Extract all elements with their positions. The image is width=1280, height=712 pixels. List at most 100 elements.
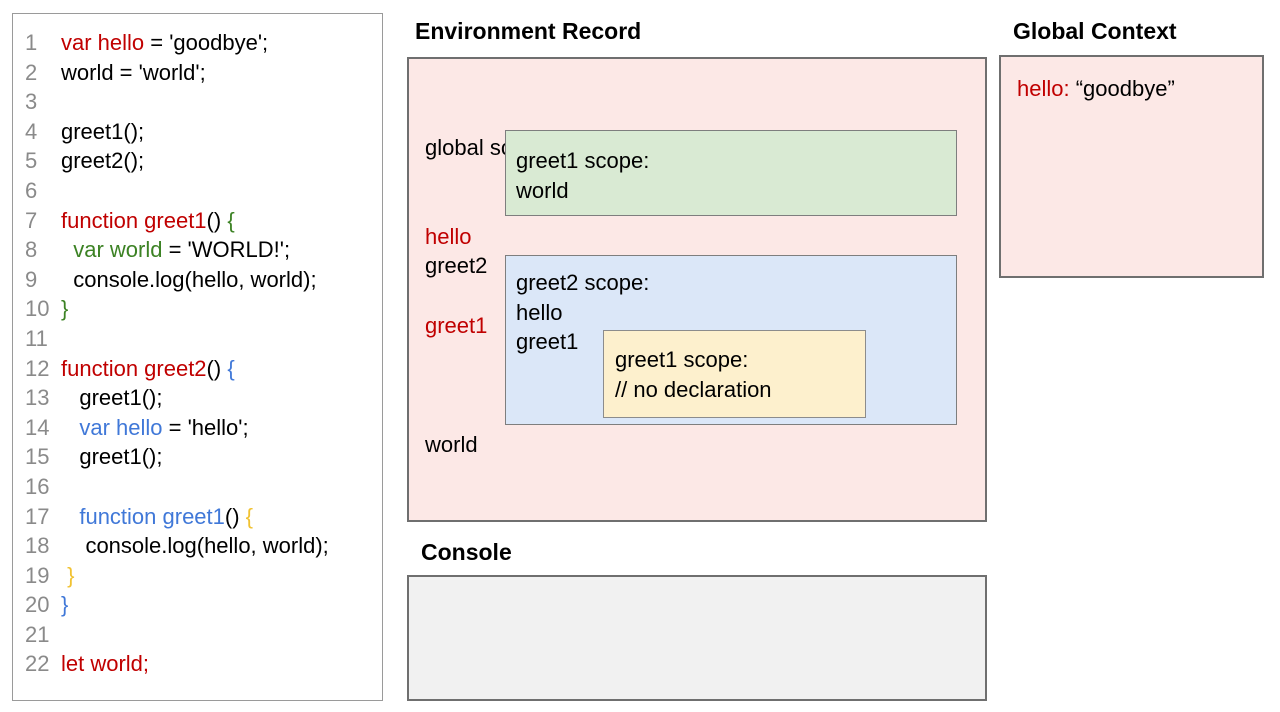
code-token: () [224,503,246,529]
global-context-title: Global Context [1013,18,1177,44]
code-line: 12 function greet2() { [13,354,382,384]
line-number: 11 [25,325,48,351]
code-line: 19 } [13,561,382,591]
code-token: console.log(hello, world); [61,533,329,559]
code-text: let world; [61,649,149,679]
code-text: console.log(hello, world); [61,531,329,561]
code-token: { [227,207,235,233]
code-token: { [227,355,235,381]
code-token: function greet2 [61,355,207,381]
code-text: world = 'world'; [61,58,206,88]
global-var-greet2: greet2 [425,253,488,278]
code-text: var world = 'WORLD!'; [61,235,290,265]
line-number: 5 [25,148,38,174]
code-text: greet2(); [61,146,144,176]
code-text: greet1(); [61,117,144,147]
code-line: 11 [13,324,382,354]
code-line: 17 function greet1() { [13,502,382,532]
code-line: 15 greet1(); [13,442,382,472]
line-number: 20 [25,592,50,618]
greet1-scope-box: greet1 scope: world [505,130,957,216]
code-token: = 'hello'; [162,414,249,440]
code-text: function greet1() { [61,502,253,532]
code-line: 13 greet1(); [13,383,382,413]
line-number: 2 [25,59,38,85]
environment-record-title: Environment Record [415,18,642,44]
code-line: 20} [13,590,382,620]
code-line: 10} [13,294,382,324]
global-var-world: world [425,432,478,457]
code-text: } [61,590,68,620]
greet2-scope-var-hello: hello [516,299,563,325]
environment-record-box: global scope: hello greet1 greet1 scope:… [407,57,987,522]
line-number: 9 [25,266,38,292]
code-token: greet1(); [61,444,163,470]
code-token: } [67,562,75,588]
code-token: () [206,207,228,233]
code-line: 16 [13,472,382,502]
line-number: 8 [25,237,38,263]
code-token [61,415,79,440]
line-number: 18 [25,533,50,559]
code-line: 4 greet1(); [13,117,382,147]
code-text: function greet2() { [61,354,235,384]
code-token: var world [73,237,163,263]
line-number: 3 [25,89,38,115]
line-number: 14 [25,414,50,440]
code-token: greet2(); [61,148,145,174]
line-number: 13 [25,385,50,411]
code-token: function greet1 [61,207,207,233]
code-line: 18 console.log(hello, world); [13,531,382,561]
code-text: } [61,294,68,324]
code-token: greet1(); [61,385,163,411]
code-token: function greet1 [79,503,225,529]
greet2-scope-box: greet2 scope: hello greet1 greet1 scope:… [505,255,957,425]
inner-greet1-scope-comment: // no declaration [615,376,772,402]
code-line: 5 greet2(); [13,146,382,176]
line-number: 19 [25,562,50,588]
code-token: () [206,355,228,381]
code-text: var hello = 'hello'; [61,413,249,443]
code-text: console.log(hello, world); [61,265,317,295]
global-context-entry-key: hello: [1017,76,1070,101]
global-context-box: hello: “goodbye” [999,55,1264,278]
code-line: 14 var hello = 'hello'; [13,413,382,443]
code-token: } [61,296,69,322]
line-number: 4 [25,118,38,144]
code-token [61,504,79,529]
code-token: world = 'world'; [61,59,206,85]
code-text: } [61,561,74,591]
code-token: = 'WORLD!'; [162,237,291,263]
global-var-hello: hello [425,223,472,249]
code-token: console.log(hello, world); [61,266,317,292]
code-line: 2 world = 'world'; [13,58,382,88]
line-number: 12 [25,355,50,381]
global-var-greet1: greet1 [425,312,488,338]
code-token: { [245,503,254,529]
inner-greet1-scope-box: greet1 scope: // no declaration [603,330,866,418]
code-line: 3 [13,87,382,117]
global-context-entry-value: “goodbye” [1075,76,1175,101]
code-token: var hello [61,30,145,55]
code-text: function greet1() { [61,206,235,236]
code-text: greet1(); [61,383,162,413]
line-number: 10 [25,296,50,322]
code-line: 21 [13,620,382,650]
global-context-entry: hello: “goodbye” [1017,74,1262,104]
inner-greet1-scope-label: greet1 scope: [615,347,749,372]
line-number: 21 [25,621,50,647]
line-number: 1 [25,30,38,55]
greet2-scope-label: greet2 scope: [516,270,650,295]
code-token: var hello [79,414,163,440]
console-title: Console [421,539,512,565]
greet1-scope-var-world: world [516,177,569,203]
greet2-scope-var-greet1: greet1 [516,329,579,355]
code-line: 6 [13,176,382,206]
code-token [61,237,73,262]
